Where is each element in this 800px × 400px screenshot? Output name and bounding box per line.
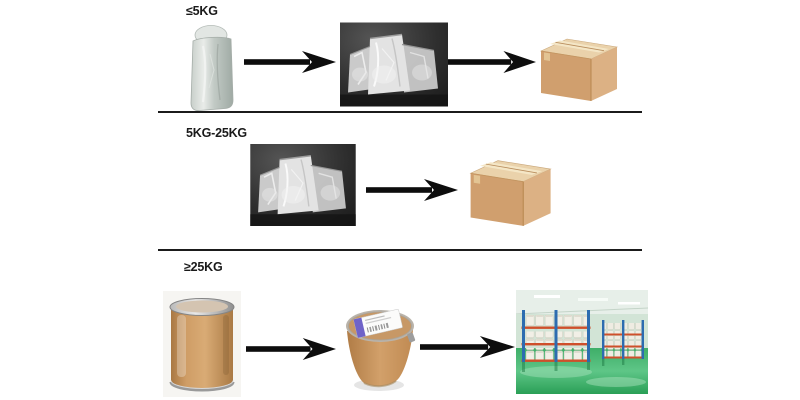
aluminum-foil-bag-image bbox=[186, 24, 238, 112]
arrow-right-icon bbox=[244, 51, 336, 73]
row-divider bbox=[158, 111, 642, 113]
row-divider bbox=[158, 249, 642, 251]
carton-box-image bbox=[533, 27, 621, 103]
weight-range-label-large: ≥25KG bbox=[184, 260, 223, 274]
vacuum-sealed-bags-photo bbox=[248, 144, 358, 226]
warehouse-photo bbox=[516, 290, 648, 394]
fiber-drum-with-shipping-label-image bbox=[344, 299, 418, 395]
vacuum-sealed-bags-photo bbox=[340, 22, 448, 107]
arrow-right-icon bbox=[366, 179, 458, 201]
arrow-right-icon bbox=[246, 338, 336, 360]
arrow-right-icon bbox=[420, 336, 515, 358]
weight-range-label-small: ≤5KG bbox=[186, 4, 218, 18]
fiber-drum-image bbox=[163, 291, 241, 397]
arrow-right-icon bbox=[448, 51, 536, 73]
carton-box-image bbox=[461, 148, 556, 228]
weight-range-label-medium: 5KG-25KG bbox=[186, 126, 247, 140]
